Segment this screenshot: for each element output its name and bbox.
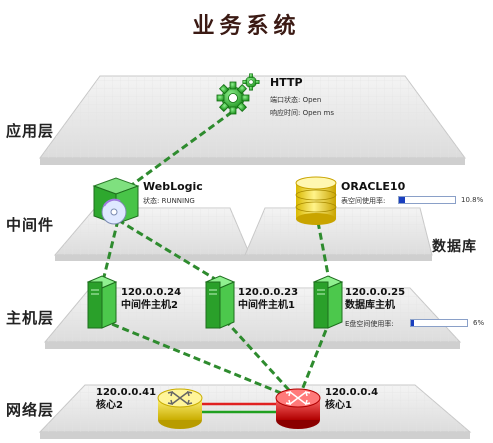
core1-name: 核心1: [325, 400, 352, 411]
link-weblogic-host1: [117, 218, 226, 287]
oracle-usage-fill: [399, 197, 406, 203]
host2-info: 120.0.0.24 中间件主机2: [121, 286, 181, 312]
router-icon-core1[interactable]: [275, 388, 321, 429]
core1-ip: 120.0.0.4: [325, 387, 379, 398]
oracle-usage-percent: 10.8%: [461, 196, 484, 204]
server-icon-host1[interactable]: [204, 275, 236, 329]
weblogic-status: 状态: RUNNING: [143, 197, 195, 205]
http-port-status: 端口状态: Open: [270, 96, 322, 104]
http-response-time: 响应时间: Open ms: [270, 109, 334, 117]
layer-label-middleware: 中间件: [6, 216, 55, 234]
core1-info: 120.0.0.4 核心1: [325, 386, 378, 412]
dbhost-usage-bar: [410, 319, 468, 327]
gear-icon[interactable]: [216, 73, 260, 115]
oracle-name: ORACLE10: [341, 180, 406, 193]
host1-name: 中间件主机1: [238, 300, 295, 311]
dbhost-usage-fill: [411, 320, 415, 326]
oracle-usage-bar: [398, 196, 456, 204]
weblogic-name: WebLogic: [143, 180, 203, 193]
server-icon-dbhost[interactable]: [312, 275, 344, 329]
dbhost-info: 120.0.0.25 数据库主机: [345, 286, 405, 312]
database-icon[interactable]: [295, 176, 337, 225]
database-layer-label: 数据库: [432, 239, 477, 255]
link-http-weblogic: [117, 110, 233, 197]
dbhost-usage-percent: 6%: [473, 319, 485, 327]
link-dbhost-core1: [296, 319, 332, 401]
layer-plane-middleware-left: [53, 207, 251, 261]
link-host1-core1: [223, 318, 300, 402]
link-host2-core1: [101, 318, 299, 402]
oracle-usage-label: 表空间使用率:: [341, 197, 386, 205]
layer-plane-app: [39, 75, 466, 165]
link-weblogic-host2: [100, 219, 120, 286]
core2-info: 120.0.0.41 核心2: [96, 386, 156, 412]
layer-plane-network: [38, 384, 472, 439]
dbhost-ip: 120.0.0.25: [345, 287, 406, 298]
layer-label-app: 应用层: [6, 122, 55, 140]
diagram-title: 业务系统: [192, 13, 301, 39]
dbhost-usage-label: E盘空间使用率:: [345, 320, 394, 328]
http-name: HTTP: [270, 76, 303, 89]
host1-ip: 120.0.0.23: [238, 287, 299, 298]
host2-name: 中间件主机2: [121, 300, 178, 311]
server-icon-host2[interactable]: [86, 275, 118, 329]
layer-plane-host: [43, 287, 462, 349]
dbhost-name: 数据库主机: [345, 300, 395, 311]
layer-label-network: 网络层: [6, 401, 55, 419]
core2-ip: 120.0.0.41: [96, 387, 157, 398]
layer-label-host: 主机层: [6, 309, 55, 327]
core2-name: 核心2: [96, 400, 123, 411]
router-icon-core2[interactable]: [157, 388, 203, 429]
host2-ip: 120.0.0.24: [121, 287, 182, 298]
layer-plane-middleware-right: [244, 207, 433, 261]
host1-info: 120.0.0.23 中间件主机1: [238, 286, 298, 312]
weblogic-server-icon[interactable]: [92, 177, 140, 225]
dependency-links: [100, 110, 332, 402]
